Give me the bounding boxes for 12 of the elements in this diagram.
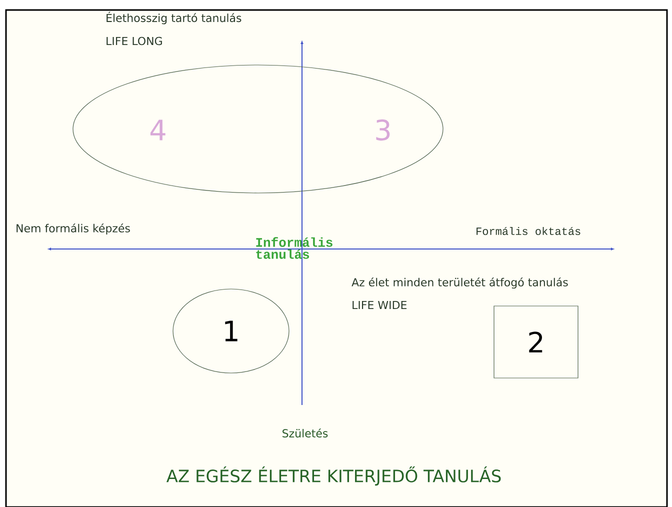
caption: AZ EGÉSZ ÉLETRE KITERJEDŐ TANULÁS bbox=[166, 466, 501, 486]
axis-label: Formális oktatás bbox=[476, 226, 580, 236]
quadrant-number: 1 bbox=[225, 320, 238, 342]
quadrant-number: 2 bbox=[529, 332, 542, 352]
axis-label: LIFE WIDE bbox=[352, 301, 406, 309]
quadrant-number: 3 bbox=[376, 119, 390, 141]
quadrant-number: 4 bbox=[150, 120, 166, 140]
axis-label: LIFE LONG bbox=[106, 36, 162, 46]
axis-label: Nem formális képzés bbox=[16, 223, 130, 235]
axis-label: Születés bbox=[282, 428, 328, 438]
axis-label: Az élet minden területét átfogó tanulás bbox=[352, 277, 568, 289]
axis-label: Élethosszig tartó tanulás bbox=[106, 12, 242, 24]
